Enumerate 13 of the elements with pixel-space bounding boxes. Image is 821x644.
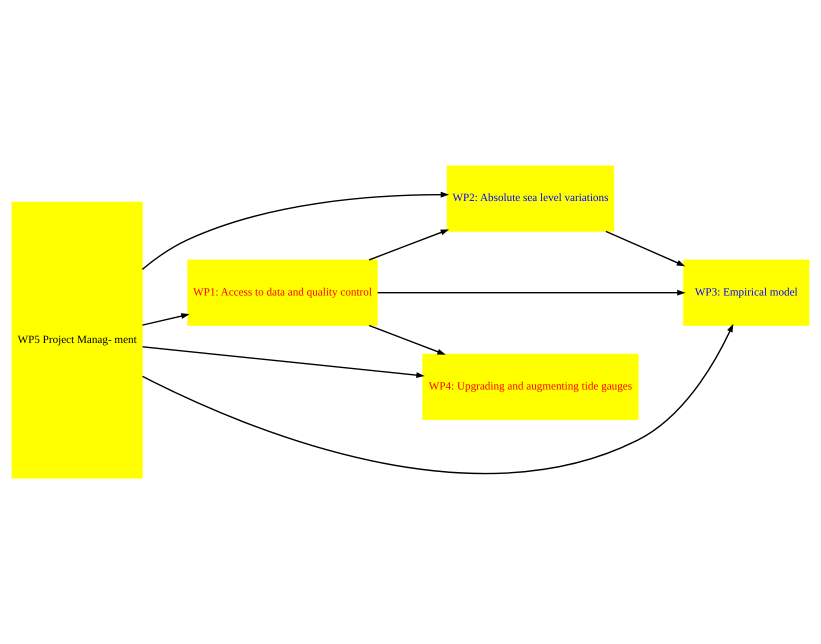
node-box: WP3: Empirical model <box>683 260 810 326</box>
node-box: WP1: Access to data and quality control <box>187 260 378 326</box>
node-box: WP2: Absolute sea level variations <box>446 165 614 232</box>
arrow <box>606 230 686 266</box>
arrow <box>142 346 425 378</box>
arrow <box>378 290 686 296</box>
arrow <box>142 324 734 474</box>
arrow <box>368 229 450 261</box>
arrow <box>142 313 190 326</box>
node-box: WP5 Project Manag- ment <box>12 202 143 479</box>
arrow <box>368 324 446 355</box>
node-box: WP4: Upgrading and augmenting tide gauges <box>422 354 639 420</box>
arrow <box>142 192 450 270</box>
